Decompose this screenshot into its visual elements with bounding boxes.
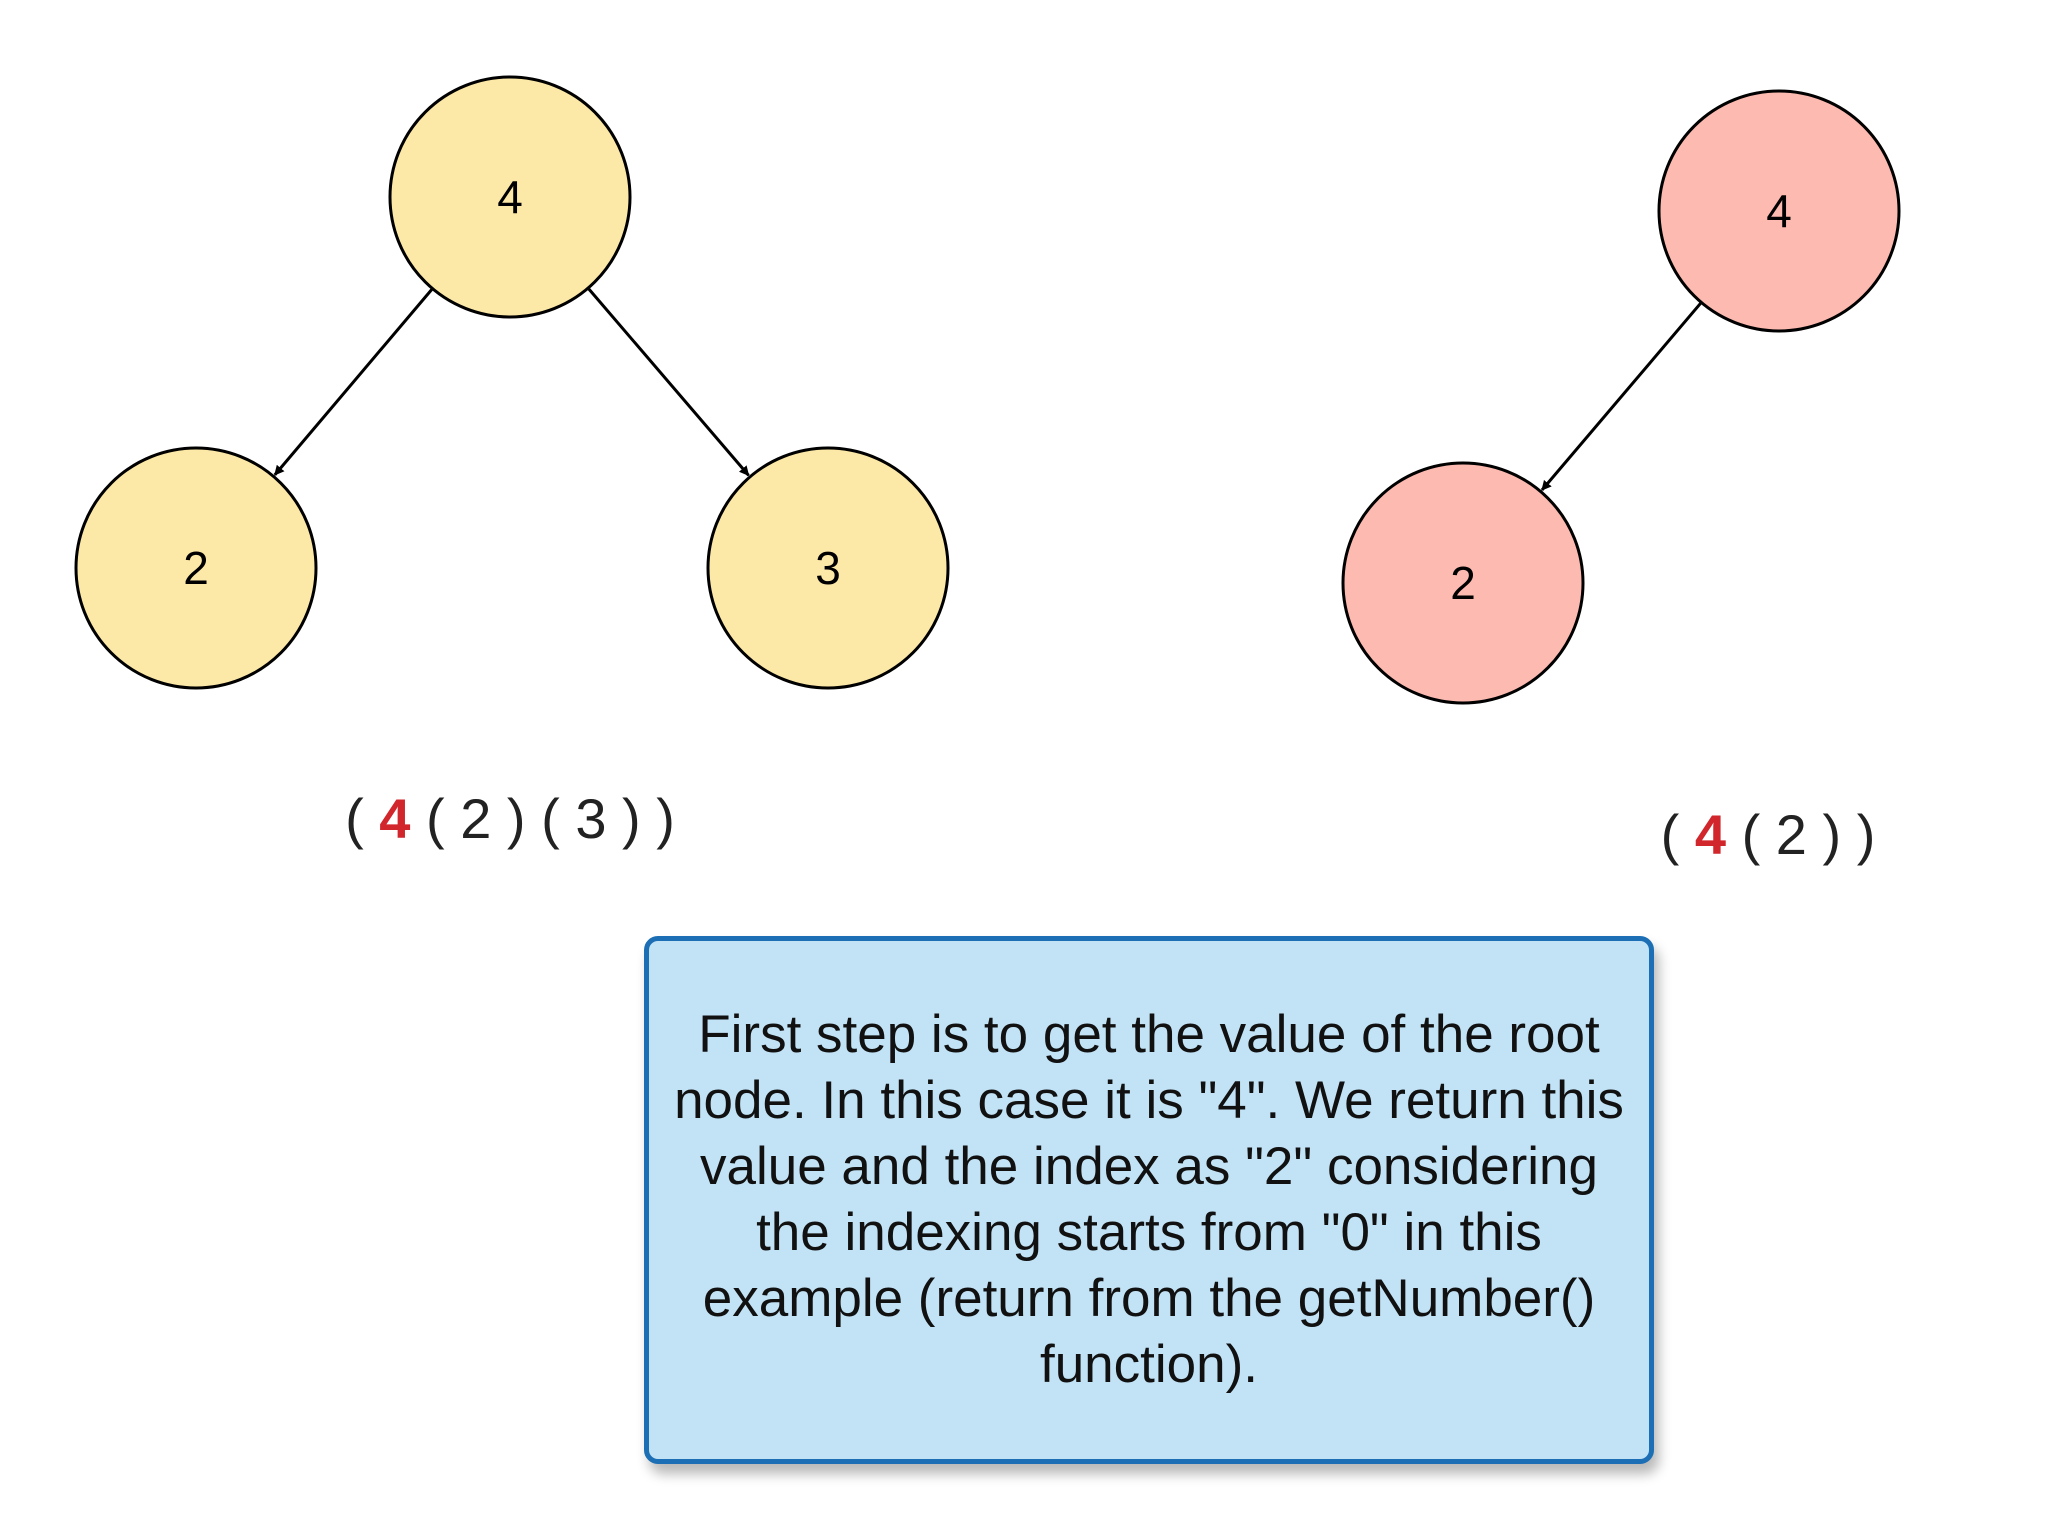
expression-children: ( 2 ) ( 3 ) ) (426, 787, 675, 850)
node-label: 2 (183, 542, 209, 594)
left-tree-edge-L4-L2 (273, 287, 434, 476)
node-label: 3 (815, 542, 841, 594)
expression-children: ( 2 ) ) (1741, 803, 1876, 866)
left-tree-edge-L4-L3 (586, 287, 750, 477)
node-circle (1341, 461, 1585, 705)
left-tree-node-2: 2 (74, 446, 318, 690)
left-tree-node-3: 3 (706, 446, 950, 690)
right-tree-node-4: 4 (1657, 89, 1901, 333)
node-circle (1657, 89, 1901, 333)
right-tree-expression: ( 4 ( 2 ) ) (1661, 802, 1876, 867)
expression-root-value: 4 (379, 787, 411, 850)
right-tree-node-2: 2 (1341, 461, 1585, 705)
node-label: 4 (1766, 185, 1792, 237)
node-label: 4 (497, 171, 523, 223)
expression-root-value: 4 (1694, 803, 1727, 866)
left-tree-expression: ( 4 ( 2 ) ( 3 ) ) (345, 786, 675, 851)
node-circle (706, 446, 950, 690)
expression-open-paren: ( (345, 787, 364, 850)
expression-open-paren: ( (1660, 803, 1680, 866)
node-label: 2 (1450, 557, 1476, 609)
explanation-text: First step is to get the value of the ro… (674, 1005, 1624, 1394)
right-tree-edge-R4-R2 (1540, 301, 1703, 491)
left-tree-node-4: 4 (388, 75, 632, 319)
node-circle (74, 446, 318, 690)
explanation-note: First step is to get the value of the ro… (644, 936, 1654, 1464)
node-circle (388, 75, 632, 319)
